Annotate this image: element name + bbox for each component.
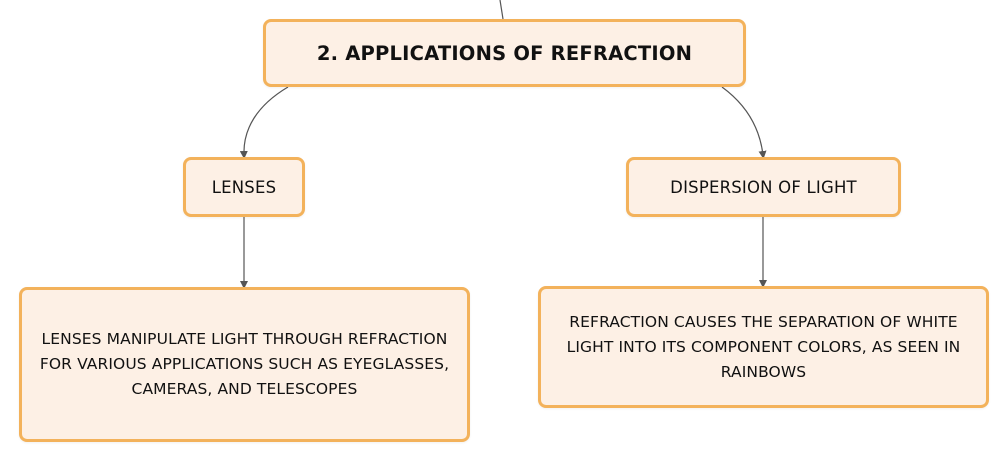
- lenses-node[interactable]: LENSES: [183, 157, 305, 217]
- lenses-detail-text: LENSES MANIPULATE LIGHT THROUGH REFRACTI…: [39, 330, 450, 398]
- root-node-label: 2. APPLICATIONS OF REFRACTION: [316, 41, 693, 65]
- incoming-connector: [499, 0, 504, 20]
- connector-root-to-lenses: [239, 86, 289, 159]
- dispersion-detail-text: REFRACTION CAUSES THE SEPARATION OF WHIT…: [566, 312, 961, 381]
- root-node[interactable]: 2. APPLICATIONS OF REFRACTION: [263, 19, 746, 87]
- connector-root-to-dispersion: [721, 86, 767, 159]
- dispersion-node-label: DISPERSION OF LIGHT: [670, 177, 857, 197]
- dispersion-node[interactable]: DISPERSION OF LIGHT: [626, 157, 901, 217]
- lenses-detail-node[interactable]: LENSES MANIPULATE LIGHT THROUGH REFRACTI…: [19, 287, 470, 442]
- lenses-node-label: LENSES: [211, 177, 277, 197]
- dispersion-detail-node[interactable]: REFRACTION CAUSES THE SEPARATION OF WHIT…: [538, 286, 989, 408]
